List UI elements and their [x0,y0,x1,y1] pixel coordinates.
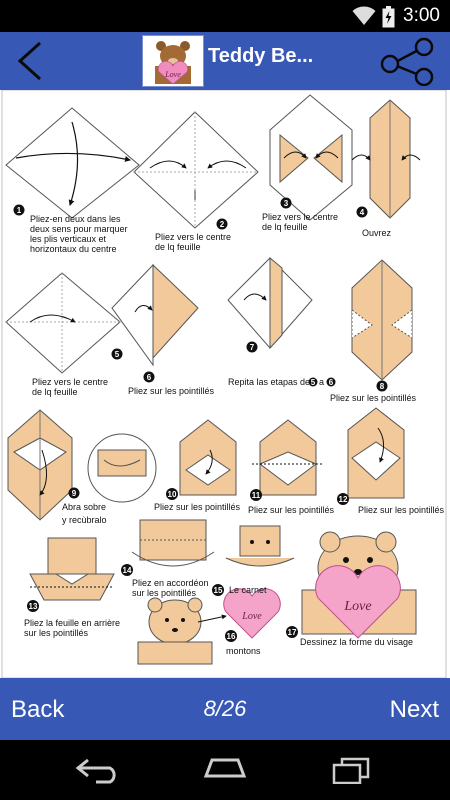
step-number-16: 16 [225,630,237,642]
step-2-caption: Pliez vers le centre de lq feuille [155,232,234,252]
app-bar: Love Teddy Be... [0,32,450,90]
step-2-diagram [133,111,259,229]
step-17-diagram: Love [301,531,417,639]
step-16-caption: montons [226,646,261,656]
step-10-caption: Pliez sur les pointillés [154,502,241,512]
nav-back-icon[interactable] [74,756,124,784]
step-15-diagram [225,525,295,567]
svg-text:6: 6 [147,373,152,382]
svg-text:16: 16 [227,632,236,641]
step-number-4: 4 [356,206,368,218]
back-button[interactable]: Back [11,696,65,723]
step-number-5: 5 [111,348,123,360]
step-5-caption: Pliez vers le centre de lq feuille [32,377,111,397]
step-number-12: 12 [337,493,349,505]
svg-text:14: 14 [123,566,132,575]
nav-home-icon[interactable] [200,756,250,784]
svg-text:1: 1 [17,206,22,215]
svg-text:13: 13 [29,602,38,611]
step-3-diagram [269,94,353,221]
svg-text:8: 8 [380,382,385,391]
step-9-diagram [7,409,157,521]
status-bar: 3:00 [0,0,450,32]
step-number-10: 10 [166,488,178,500]
step-7-refs: 5 a 6 [308,377,336,387]
svg-text:10: 10 [168,490,177,499]
step-12-diagram [347,407,405,499]
origami-diagram: Love Love 1 2 3 4 5 6 7 8 9 10 11 12 13 … [1,90,447,678]
page-indicator: 8/26 [203,696,247,721]
step-4-diagram [351,99,421,219]
step-number-15: 15 [212,584,224,596]
step-9-caption: Abra sobre y recùbralo [62,502,109,525]
step-6-caption: Pliez sur les pointillés [128,386,215,396]
svg-text:6: 6 [329,378,334,387]
svg-text:4: 4 [360,208,365,217]
step-17-caption: Dessinez la forme du visage [300,637,413,647]
svg-text:17: 17 [288,628,297,637]
teddy-bear-thumbnail-icon: Love [155,41,191,85]
title-thumbnail: Love [142,35,204,87]
step-number-7: 7 [246,341,258,353]
page-title: Teddy Be... [208,45,314,67]
step-16-diagram: Love [137,588,281,665]
nav-recents-icon[interactable] [326,756,376,784]
step-17-heart-text: Love [343,599,371,614]
svg-text:7: 7 [250,343,255,352]
step-10-diagram [179,419,237,496]
step-8-diagram [351,259,413,381]
step-1-diagram [5,107,140,219]
step-14-caption: Pliez en accordéon sur les pointillés [132,578,211,598]
svg-text:5: 5 [311,378,316,387]
step-8-caption: Pliez sur les pointillés [330,393,417,403]
step-number-2: 2 [216,218,228,230]
step-number-13: 13 [27,600,39,612]
step-number-11: 11 [250,489,262,501]
step-3-caption: Pliez vers le centre de lq feuille [262,212,341,232]
step-number-3: 3 [280,197,292,209]
step-13-diagram [29,537,115,601]
step-13-caption: Pliez la feuille en arrière sur les poin… [24,618,123,638]
step-14-diagram [131,519,215,567]
step-11-diagram [252,419,324,496]
step-6-diagram [111,263,199,367]
svg-text:9: 9 [72,489,77,498]
system-nav-bar [0,740,450,800]
back-arrow-icon[interactable] [8,38,54,84]
svg-text:15: 15 [214,586,223,595]
step-12-caption: Pliez sur les pointillés [358,505,445,515]
svg-text:11: 11 [252,491,261,500]
svg-text:2: 2 [220,220,225,229]
status-time: 3:00 [403,5,440,26]
battery-icon [382,6,395,28]
step-11-caption: Pliez sur les pointillés [248,505,335,515]
step-15-caption: Le carnet [229,585,267,595]
thumbnail-text: Love [164,70,181,79]
step-number-17: 17 [286,626,298,638]
step-number-14: 14 [121,564,133,576]
svg-text:12: 12 [339,495,348,504]
step-1-caption: Pliez-en deux dans les deux sens pour ma… [30,214,130,254]
pagination-bar: Back 8/26 Next [0,678,450,740]
wifi-icon [352,6,376,25]
instruction-image: Love Love 1 2 3 4 5 6 7 8 9 10 11 12 13 … [0,90,450,678]
svg-text:5: 5 [115,350,120,359]
step-number-6: 6 [143,371,155,383]
step-7-caption: Repita las etapas de [228,377,310,387]
share-icon[interactable] [376,36,440,86]
step-number-1: 1 [13,204,25,216]
step-5-diagram [5,272,121,374]
step-4-caption: Ouvrez [362,228,392,238]
step-7-diagram [227,256,313,350]
svg-text:a: a [319,377,324,387]
svg-text:3: 3 [284,199,289,208]
next-button[interactable]: Next [389,696,439,723]
step-number-8: 8 [376,380,388,392]
step-16-heart-text: Love [241,611,262,622]
step-number-9: 9 [68,487,80,499]
